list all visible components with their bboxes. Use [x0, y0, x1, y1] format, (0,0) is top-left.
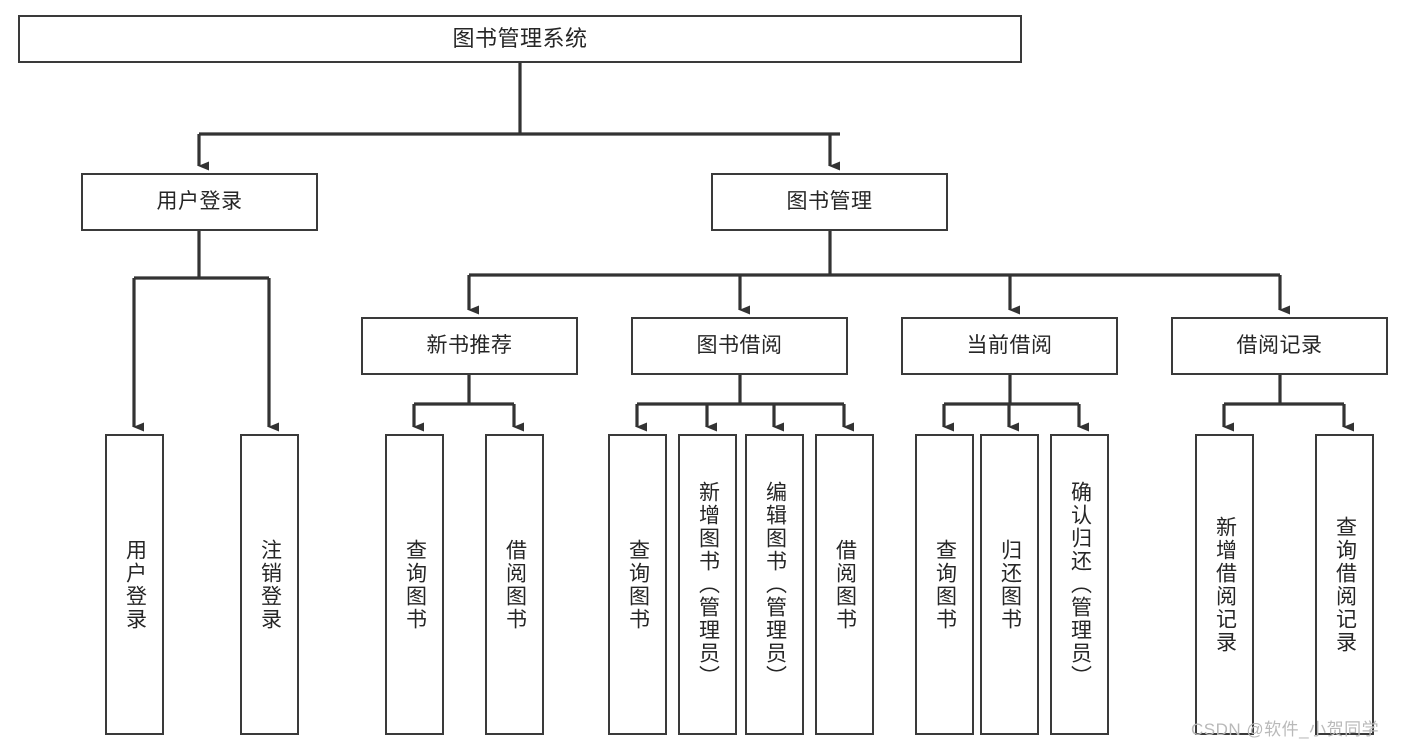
node-leaf-add-record[interactable]: 新增借阅记录 — [1195, 434, 1254, 735]
node-root-label: 图书管理系统 — [452, 26, 588, 52]
node-leaf-add-book-label: 新增图书（管理员） — [696, 481, 720, 688]
node-leaf-edit-book-label: 编辑图书（管理员） — [763, 481, 787, 688]
node-leaf-return-book[interactable]: 归还图书 — [980, 434, 1039, 735]
node-book-manage[interactable]: 图书管理 — [711, 173, 948, 231]
node-leaf-return-book-label: 归还图书 — [998, 538, 1022, 631]
node-leaf-user-login[interactable]: 用户登录 — [105, 434, 164, 735]
node-leaf-query-book-2-label: 查询图书 — [626, 538, 650, 631]
node-user-login-label: 用户登录 — [156, 189, 243, 213]
node-leaf-confirm-return-label: 确认归还（管理员） — [1068, 481, 1092, 688]
node-borrow-record[interactable]: 借阅记录 — [1171, 317, 1388, 375]
node-leaf-query-record[interactable]: 查询借阅记录 — [1315, 434, 1374, 735]
node-leaf-logout-label: 注销登录 — [258, 538, 282, 631]
node-book-borrow[interactable]: 图书借阅 — [631, 317, 848, 375]
node-current-borrow-label: 当前借阅 — [966, 333, 1053, 357]
node-leaf-edit-book[interactable]: 编辑图书（管理员） — [745, 434, 804, 735]
node-borrow-record-label: 借阅记录 — [1236, 333, 1323, 357]
node-leaf-confirm-return[interactable]: 确认归还（管理员） — [1050, 434, 1109, 735]
watermark-text: CSDN @软件_小贺同学 — [1191, 720, 1380, 739]
node-root[interactable]: 图书管理系统 — [18, 15, 1022, 63]
node-leaf-borrow-book-1[interactable]: 借阅图书 — [485, 434, 544, 735]
node-book-borrow-label: 图书借阅 — [696, 333, 783, 357]
node-book-manage-label: 图书管理 — [786, 189, 873, 213]
node-new-book-rec-label: 新书推荐 — [426, 333, 513, 357]
node-leaf-user-login-label: 用户登录 — [123, 538, 147, 631]
node-leaf-query-book-1[interactable]: 查询图书 — [385, 434, 444, 735]
node-leaf-logout[interactable]: 注销登录 — [240, 434, 299, 735]
node-leaf-add-book[interactable]: 新增图书（管理员） — [678, 434, 737, 735]
node-user-login[interactable]: 用户登录 — [81, 173, 318, 231]
node-leaf-add-record-label: 新增借阅记录 — [1213, 515, 1237, 654]
node-new-book-rec[interactable]: 新书推荐 — [361, 317, 578, 375]
node-leaf-query-book-3[interactable]: 查询图书 — [915, 434, 974, 735]
node-current-borrow[interactable]: 当前借阅 — [901, 317, 1118, 375]
node-leaf-query-book-1-label: 查询图书 — [403, 538, 427, 631]
node-leaf-query-book-2[interactable]: 查询图书 — [608, 434, 667, 735]
node-leaf-query-book-3-label: 查询图书 — [933, 538, 957, 631]
node-leaf-borrow-book-1-label: 借阅图书 — [503, 538, 527, 631]
node-leaf-borrow-book-2[interactable]: 借阅图书 — [815, 434, 874, 735]
node-leaf-borrow-book-2-label: 借阅图书 — [833, 538, 857, 631]
node-leaf-query-record-label: 查询借阅记录 — [1333, 515, 1357, 654]
